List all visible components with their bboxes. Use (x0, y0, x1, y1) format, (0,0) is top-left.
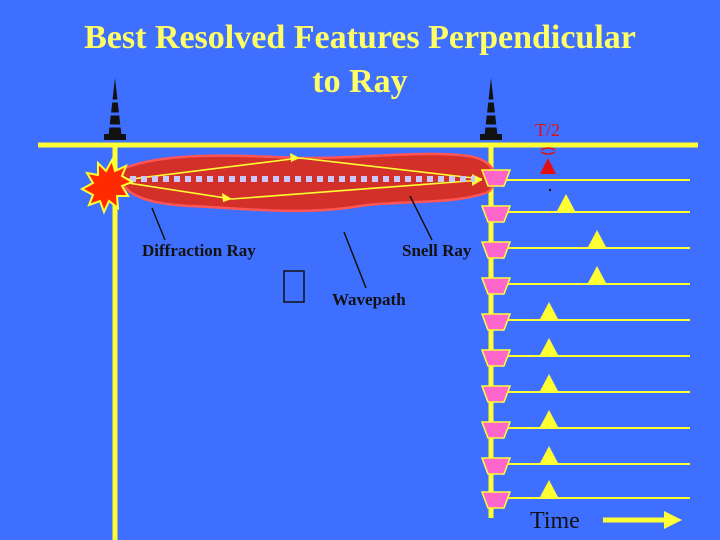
geophone-receiver-icon (480, 169, 512, 187)
explosion-source-icon (79, 157, 135, 215)
diffraction-ray-leader (151, 207, 166, 241)
arrival-triangle-icon (540, 446, 558, 463)
geophone-receiver-icon (480, 349, 512, 367)
arrival-triangle-icon (540, 410, 558, 427)
arrival-triangle-icon (540, 480, 558, 497)
geophone-receiver-icon (480, 277, 512, 295)
t-half-marker (540, 147, 556, 174)
wavepath-marker-box (283, 270, 305, 303)
wavepath-leader (343, 231, 367, 289)
arrival-triangle-icon (540, 302, 558, 319)
t-half-label: T/2 (535, 120, 560, 140)
geophone-receiver-icon (480, 491, 512, 509)
small-dot (548, 188, 552, 192)
wavepath-label: Wavepath (332, 290, 406, 309)
page-title-line2: to Ray (312, 63, 408, 100)
arrival-triangle-icon (540, 338, 558, 355)
geophone-receiver-icon (480, 385, 512, 403)
left-rig-icon (104, 78, 126, 140)
right-rig-icon (480, 78, 502, 140)
geophone-receiver-icon (480, 313, 512, 331)
receiver-array (480, 169, 690, 509)
page-title-line1: Best Resolved Features Perpendicular (84, 19, 636, 56)
geophone-receiver-icon (480, 421, 512, 439)
time-arrow-head (664, 511, 682, 529)
time-axis-label: Time (530, 508, 580, 534)
arrival-triangle-icon (588, 230, 606, 247)
wavepath-fresnel-zone (118, 152, 497, 213)
diffraction-ray-label: Diffraction Ray (142, 241, 256, 260)
geophone-receiver-icon (480, 241, 512, 259)
arrival-triangle-icon (540, 374, 558, 391)
geophone-receiver-icon (480, 457, 512, 475)
arrival-triangle-icon (557, 194, 575, 211)
snell-ray-leader (409, 195, 433, 241)
geophone-receiver-icon (480, 205, 512, 223)
snell-ray-label: Snell Ray (402, 241, 472, 260)
arrival-triangle-icon (588, 266, 606, 283)
